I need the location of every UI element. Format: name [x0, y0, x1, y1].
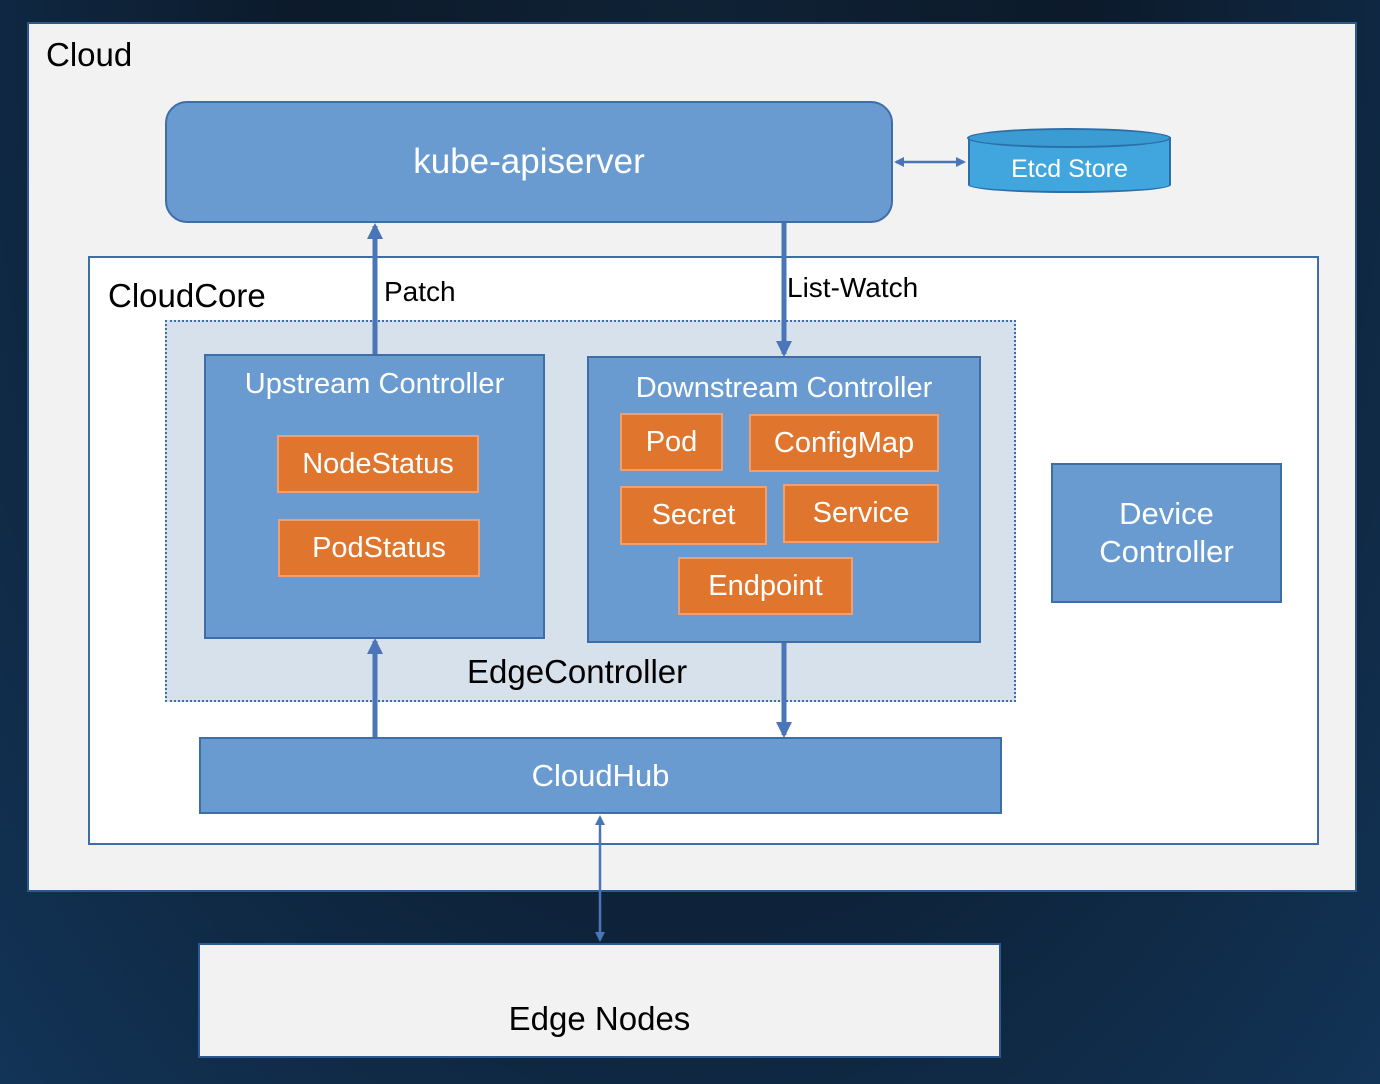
- downstream-controller-title: Downstream Controller: [635, 372, 933, 404]
- cloud-label: Cloud: [46, 36, 133, 73]
- cloudcore-label: CloudCore: [108, 277, 266, 314]
- secret-node: Secret: [620, 486, 767, 545]
- device-controller-label-line2: Controller: [1099, 534, 1234, 569]
- upstream-controller-node: Upstream Controller NodeStatus PodStatus: [204, 354, 545, 639]
- service-node: Service: [783, 484, 939, 543]
- kube-apiserver-label: kube-apiserver: [413, 142, 645, 181]
- upstream-controller-title: Upstream Controller: [244, 368, 505, 400]
- downstream-controller-node: Downstream Controller Pod ConfigMap Secr…: [587, 356, 981, 643]
- configmap-node: ConfigMap: [749, 414, 939, 472]
- cloudhub-label: CloudHub: [531, 757, 670, 793]
- etcd-store-label: Etcd Store: [1011, 154, 1128, 183]
- edge-controller-label: EdgeController: [467, 653, 688, 690]
- list-watch-edge-label: List-Watch: [787, 272, 919, 303]
- device-controller-label-line1: Device: [1119, 496, 1214, 531]
- cloudhub-node: CloudHub: [199, 737, 1002, 814]
- device-controller-node: Device Controller: [1051, 463, 1282, 603]
- pod-node: Pod: [620, 413, 723, 471]
- endpoint-node: Endpoint: [678, 557, 853, 615]
- patch-edge-label: Patch: [384, 276, 456, 307]
- etcd-store-top: [967, 128, 1171, 148]
- nodestatus-node: NodeStatus: [277, 435, 479, 493]
- edge-nodes-label: Edge Nodes: [508, 1000, 691, 1037]
- podstatus-node: PodStatus: [278, 519, 480, 577]
- kube-apiserver-node: kube-apiserver: [165, 101, 893, 223]
- edge-nodes-node: Edge Nodes: [198, 943, 1001, 1058]
